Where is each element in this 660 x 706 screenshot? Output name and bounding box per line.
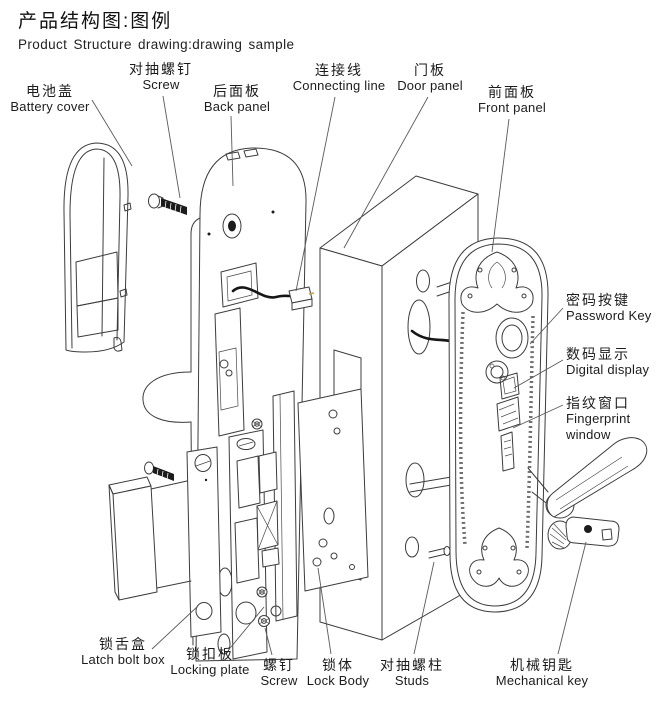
label-latch-bolt-box: 锁舌盒 Latch bolt box — [70, 636, 176, 668]
label-latch-bolt-box-en: Latch bolt box — [81, 652, 165, 667]
label-screw-top-zh: 对抽螺钉 — [129, 61, 193, 77]
lock-body-drawing — [297, 388, 369, 592]
label-locking-plate: 锁扣板 Locking plate — [160, 646, 260, 678]
locking-plate-drawing — [228, 429, 268, 660]
mechanical-key-drawing — [565, 516, 620, 547]
page-title-en: Product Structure drawing:drawing sample — [18, 37, 295, 52]
leader-back-panel — [230, 115, 234, 187]
label-back-panel-zh: 后面板 — [213, 83, 261, 99]
leader-studs — [413, 561, 435, 655]
label-connecting-line: 连接线 Connecting line — [290, 62, 388, 94]
label-lock-body-en: Lock Body — [306, 673, 370, 688]
leader-screw-top — [162, 95, 181, 199]
leader-connecting-line — [295, 96, 336, 292]
label-door-panel-zh: 门板 — [414, 62, 446, 78]
label-battery-cover: 电池盖 Battery cover — [2, 83, 98, 115]
label-door-panel: 门板 Door panel — [393, 62, 467, 94]
label-screw-top: 对抽螺钉 Screw — [126, 61, 196, 93]
label-screw-top-en: Screw — [142, 77, 180, 92]
front-panel-drawing — [448, 237, 549, 613]
label-digital-display: 数码显示 Digital display — [566, 346, 660, 378]
connecting-line-drawing — [231, 286, 315, 311]
label-fingerprint-window-en: Fingerprint window — [566, 411, 631, 442]
label-digital-display-en: Digital display — [566, 362, 650, 377]
page-title-zh: 产品结构图:图例 — [18, 11, 173, 32]
label-back-panel-en: Back panel — [203, 99, 271, 114]
label-latch-bolt-box-zh: 锁舌盒 — [99, 636, 147, 652]
label-locking-plate-en: Locking plate — [170, 662, 250, 677]
leader-screw-bottom — [264, 627, 273, 656]
label-battery-cover-zh: 电池盖 — [26, 83, 74, 99]
leader-lines — [91, 95, 587, 656]
battery-cover-drawing — [63, 142, 132, 353]
label-studs-zh: 对抽螺柱 — [380, 657, 444, 673]
label-battery-cover-en: Battery cover — [10, 99, 90, 114]
label-lock-body-zh: 锁体 — [322, 657, 354, 673]
leader-lock-body — [317, 567, 332, 655]
page-title: 产品结构图:图例 Product Structure drawing:drawi… — [18, 6, 294, 52]
label-digital-display-zh: 数码显示 — [566, 346, 630, 362]
label-mechanical-key-zh: 机械钥匙 — [510, 657, 574, 673]
leader-digital-display — [513, 359, 564, 389]
handle-drawing — [527, 437, 648, 550]
label-password-key: 密码按键 Password Key — [566, 292, 660, 324]
label-front-panel-en: Front panel — [478, 100, 546, 115]
label-screw-bottom: 螺钉 Screw — [252, 657, 306, 689]
label-lock-body: 锁体 Lock Body — [302, 657, 374, 689]
screw-mid-drawing — [144, 461, 174, 481]
label-mechanical-key: 机械钥匙 Mechanical key — [490, 657, 594, 689]
lock-body-edge-drawing — [256, 390, 298, 622]
leader-fingerprint-window — [512, 404, 564, 429]
leader-password-key — [529, 307, 564, 345]
label-password-key-zh: 密码按键 — [566, 292, 630, 308]
label-front-panel-zh: 前面板 — [488, 84, 536, 100]
label-back-panel: 后面板 Back panel — [200, 83, 274, 115]
screw-bottom-drawing — [251, 418, 271, 627]
label-screw-bottom-zh: 螺钉 — [263, 657, 295, 673]
label-mechanical-key-en: Mechanical key — [495, 673, 589, 688]
label-fingerprint-window-zh: 指纹窗口 — [566, 395, 630, 411]
label-password-key-en: Password Key — [566, 308, 652, 323]
label-connecting-line-zh: 连接线 — [315, 62, 363, 78]
label-front-panel: 前面板 Front panel — [474, 84, 550, 116]
label-studs: 对抽螺柱 Studs — [378, 657, 446, 689]
label-connecting-line-en: Connecting line — [292, 78, 386, 93]
label-screw-bottom-en: Screw — [260, 673, 298, 688]
latch-bolt-box-drawing — [108, 446, 222, 638]
leader-battery-cover — [91, 99, 133, 167]
label-locking-plate-zh: 锁扣板 — [186, 646, 234, 662]
screw-top-drawing — [148, 193, 187, 215]
label-fingerprint-window: 指纹窗口 Fingerprint window — [566, 395, 644, 443]
label-door-panel-en: Door panel — [397, 78, 463, 93]
leader-mechanical-key — [557, 541, 587, 655]
leader-front-panel — [491, 118, 510, 253]
label-studs-en: Studs — [394, 673, 430, 688]
leader-door-panel — [343, 96, 429, 249]
leader-latch-bolt-box — [151, 605, 199, 650]
leader-locking-plate — [230, 606, 265, 648]
